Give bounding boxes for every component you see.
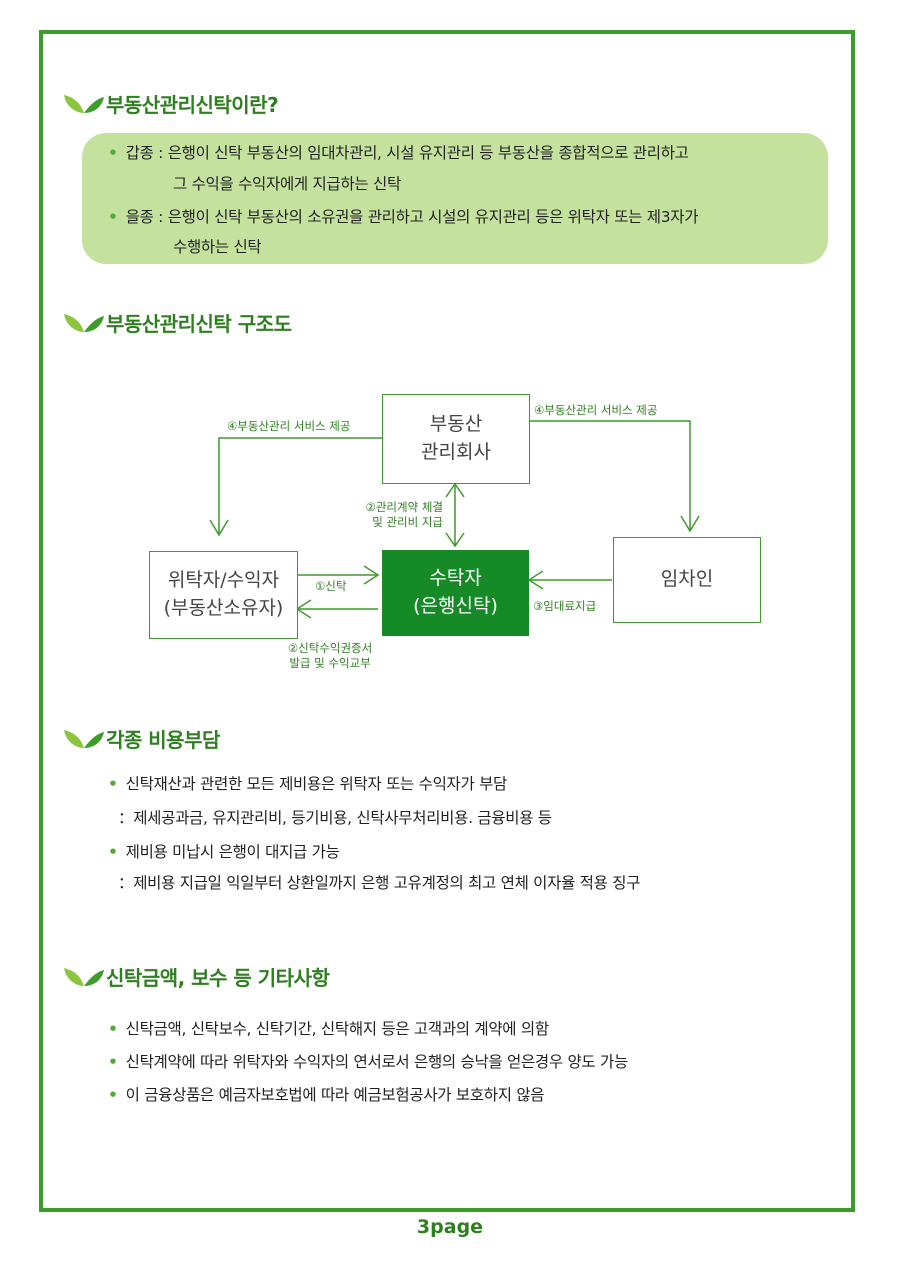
trust-arrow-head — [363, 565, 380, 585]
section-title-costs: 각종 비용부담 — [62, 724, 220, 753]
box-management-company: 부동산 관리회사 — [382, 394, 530, 484]
contract-arrow-down-head — [445, 532, 465, 548]
label-rent: ③임대료지급 — [533, 599, 597, 613]
list-item: •제비용 미납시 은행이 대지급 가능 — [108, 843, 340, 861]
label-service-left: ④부동산관리 서비스 제공 — [227, 419, 351, 433]
label-trust: ①신탁 — [315, 579, 347, 593]
box-tenant: 임차인 — [613, 537, 761, 623]
list-item-continuation: ：제세공과금, 유지관리비, 등기비용, 신탁사무처리비용. 금융비용 등 — [118, 809, 552, 827]
list-item: •신탁재산과 관련한 모든 제비용은 위탁자 또는 수익자가 부담 — [108, 775, 508, 793]
rent-arrow-head — [527, 570, 544, 590]
list-item: •을종 : 은행이 신탁 부동산의 소유권을 관리하고 시설의 유지관리 등은 … — [108, 208, 699, 226]
definition-box — [82, 133, 828, 264]
list-item: •신탁금액, 신탁보수, 신탁기간, 신탁해지 등은 고객과의 계약에 의함 — [108, 1020, 549, 1038]
label-contract: ②관리계약 체결 및 관리비 지급 — [365, 500, 443, 529]
leaf-icon — [64, 729, 104, 748]
label-certificate: ②신탁수익권증서 발급 및 수익교부 — [287, 641, 373, 670]
box-trustee: 수탁자 (은행신탁) — [382, 550, 529, 636]
service-arrow-left-head — [209, 519, 229, 537]
section-title-other: 신탁금액, 보수 등 기타사항 — [62, 962, 330, 991]
leaf-icon — [64, 94, 104, 113]
page-frame — [39, 30, 855, 1212]
leaf-icon — [64, 313, 104, 332]
list-item-continuation: ：제비용 지급일 익일부터 상환일까지 은행 고유계정의 최고 연체 이자율 적… — [118, 874, 641, 892]
service-arrow-left — [218, 437, 382, 534]
page-number: 3page — [416, 1216, 484, 1238]
service-arrow-right — [528, 420, 691, 530]
leaf-icon — [64, 967, 104, 986]
section-title-structure: 부동산관리신탁 구조도 — [62, 308, 292, 337]
service-arrow-right-head — [680, 515, 700, 533]
list-item: •이 금융상품은 예금자보호법에 따라 예금보험공사가 보호하지 않음 — [108, 1086, 545, 1104]
list-item: •신탁계약에 따라 위탁자와 수익자의 연서로서 은행의 승낙을 얻은경우 양도… — [108, 1053, 628, 1071]
list-item: •갑종 : 은행이 신탁 부동산의 임대차관리, 시설 유지관리 등 부동산을 … — [108, 144, 689, 162]
box-trustor: 위탁자/수익자 (부동산소유자) — [149, 551, 298, 639]
list-item-continuation: 수행하는 신탁 — [173, 238, 262, 256]
section-title-definition: 부동산관리신탁이란? — [62, 89, 279, 118]
list-item-continuation: 그 수익을 수익자에게 지급하는 신탁 — [173, 175, 401, 193]
contract-arrow-up-head — [445, 482, 465, 498]
label-service-right: ④부동산관리 서비스 제공 — [534, 403, 658, 417]
